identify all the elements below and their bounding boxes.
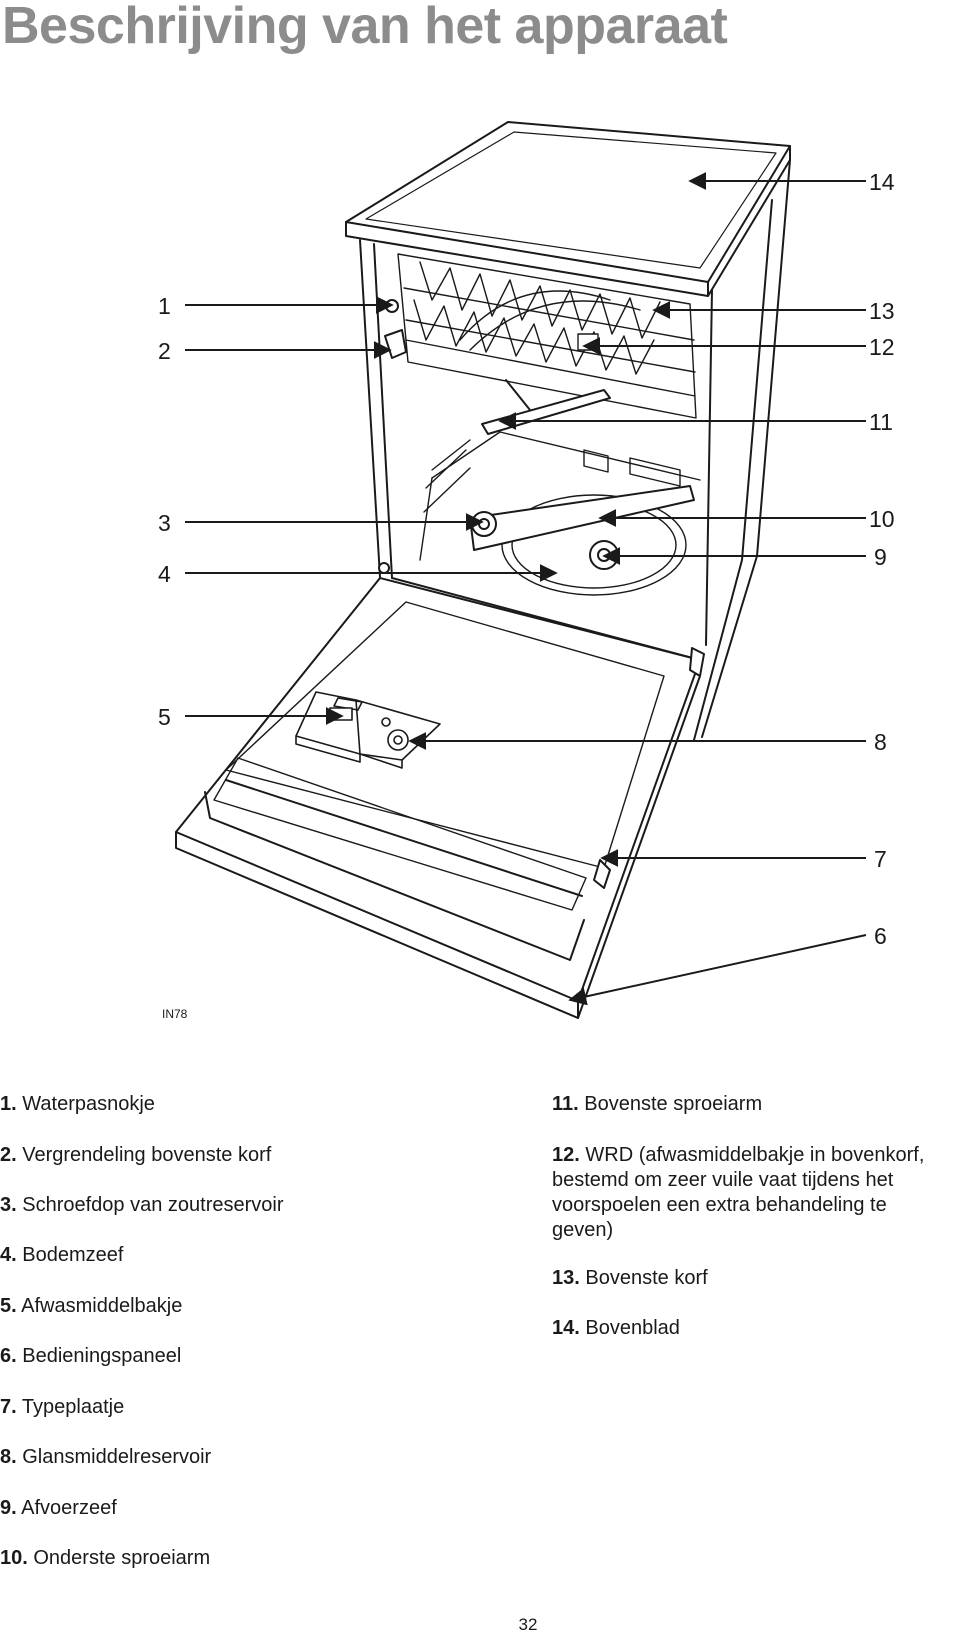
page-title: Beschrijving van het apparaat [2,0,728,55]
callout-3: 3 [158,510,171,536]
legend-item: 9. Afvoerzeef [0,1497,117,1519]
figure-code: IN78 [162,1007,188,1021]
callout-1: 1 [158,293,171,319]
legend-item: 1. Waterpasnokje [0,1093,155,1115]
legend-item: 5. Afwasmiddelbakje [0,1295,183,1317]
legend-item: 11. Bovenste sproeiarm [552,1093,763,1115]
legend-item: 3. Schroefdop van zoutreservoir [0,1194,284,1216]
legend-item: 10. Onderste sproeiarm [0,1547,211,1569]
upper-spray-arm-drawing [481,379,611,435]
callout-7: 7 [874,846,887,872]
callout-2: 2 [158,338,171,364]
callout-11: 11 [869,409,893,435]
worktop-drawing [345,121,791,297]
dishwasher-diagram: 1 2 3 4 5 6 7 8 9 10 11 12 13 14 IN78 [0,95,960,1035]
legend-item: 2. Vergrendeling bovenste korf [0,1144,272,1166]
upper-basket-drawing [397,253,697,419]
legend-item: 12. WRD (afwasmiddelbakje in bovenkorf, … [552,1144,925,1241]
legend-item: 8. Glansmiddelreservoir [0,1446,212,1468]
callout-line-6 [568,934,867,1006]
legend-item: 14. Bovenblad [552,1317,680,1339]
page-number: 32 [518,1615,538,1634]
callout-9: 9 [874,544,887,570]
callout-8: 8 [874,729,887,755]
legend-item: 6. Bedieningspaneel [0,1345,182,1367]
door-drawing [175,577,705,1019]
callout-6: 6 [874,923,887,949]
callout-12: 12 [869,334,895,360]
legend-item: 4. Bodemzeef [0,1244,124,1266]
callout-13: 13 [869,298,895,324]
legend-item: 13. Bovenste korf [552,1267,708,1289]
callout-5: 5 [158,704,171,730]
latch-drawing [378,299,407,574]
callout-10: 10 [869,506,895,532]
callout-4: 4 [158,561,171,587]
tub-floor-drawing [419,431,701,596]
legend-item: 7. Typeplaatje [0,1396,125,1418]
callout-14: 14 [869,169,895,195]
